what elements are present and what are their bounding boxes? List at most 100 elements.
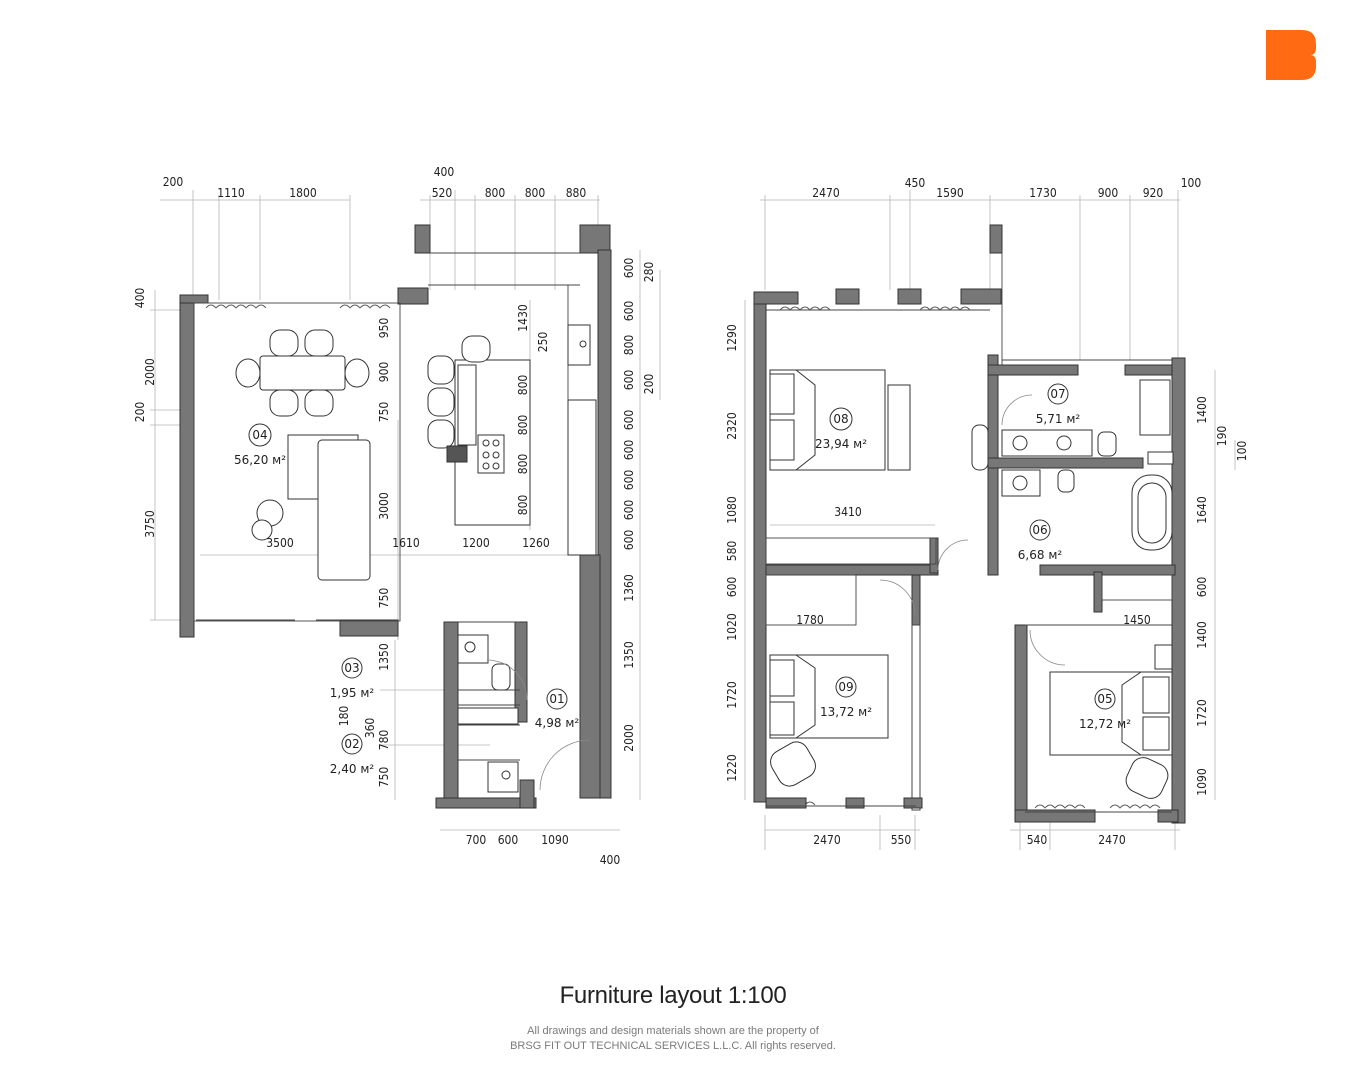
dim-a3: 1800: [289, 186, 317, 200]
dim-a1: 200: [163, 175, 184, 189]
dim-s1: 1350: [377, 643, 391, 671]
room-tag-05: 05 12,72 м²: [1079, 688, 1131, 731]
dim-b3: 1590: [936, 186, 964, 200]
dim-i1: 950: [377, 318, 391, 339]
room-area: 12,72 м²: [1079, 717, 1131, 731]
room-tag-06: 06 6,68 м²: [1018, 519, 1062, 562]
room-area: 2,40 м²: [330, 762, 375, 776]
dim-r13: 1350: [622, 641, 636, 669]
room-number: 09: [838, 680, 853, 694]
dim-m5: 600: [725, 577, 739, 598]
dim-m8: 1220: [725, 754, 739, 782]
dim-c4: 400: [600, 853, 621, 867]
dim-k2: 1780: [796, 613, 824, 627]
dim-n4: 1640: [1195, 496, 1209, 524]
dim-b2: 450: [905, 176, 926, 190]
dim-l2: 2000: [143, 358, 157, 386]
dim-m3: 1080: [725, 496, 739, 524]
room-tag-02: 02 2,40 м²: [330, 733, 375, 776]
dim-l1: 400: [133, 288, 147, 309]
dim-b7: 100: [1181, 176, 1202, 190]
dim-s3: 360: [363, 718, 377, 739]
floor-plan-drawing: 200 1110 1800 400 520 800 800 880 2470 4…: [133, 165, 1249, 867]
room-tag-09: 09 13,72 м²: [820, 676, 872, 719]
dim-r14: 2000: [622, 724, 636, 752]
dim-b1: 2470: [812, 186, 840, 200]
copyright-line-2: BRSG FIT OUT TECHNICAL SERVICES L.L.C. A…: [510, 1040, 836, 1052]
dim-n8: 1090: [1195, 768, 1209, 796]
dim-i3: 750: [377, 402, 391, 423]
dim-l4: 3750: [143, 510, 157, 538]
dim-r4: 800: [622, 335, 636, 356]
dim-i4: 3000: [377, 492, 391, 520]
dining-set: [235, 329, 370, 417]
room-number: 04: [252, 428, 267, 442]
room-number: 08: [833, 412, 848, 426]
dim-i8: 800: [516, 375, 530, 396]
dim-b4: 1730: [1029, 186, 1057, 200]
dim-r2: 280: [642, 262, 656, 283]
curtains: [205, 304, 1161, 809]
dim-r5: 600: [622, 370, 636, 391]
dim-s5: 750: [377, 767, 391, 788]
dim-n6: 1400: [1195, 621, 1209, 649]
dim-a2: 1110: [217, 186, 245, 200]
room-number: 02: [344, 737, 359, 751]
dim-b6: 920: [1143, 186, 1164, 200]
dim-i10: 800: [516, 454, 530, 475]
dim-c1: 700: [466, 833, 487, 847]
dim-a8: 880: [566, 186, 587, 200]
dim-d1: 2470: [813, 833, 841, 847]
dim-i11: 800: [516, 495, 530, 516]
armchairs: [770, 741, 1169, 799]
dim-i7: 250: [536, 332, 550, 353]
dimension-labels-vertical: 400 2000 200 3750 950 900 750 3000 750 1…: [133, 258, 1249, 796]
dim-k3: 1450: [1123, 613, 1151, 627]
room-area: 23,94 м²: [815, 437, 867, 451]
dim-r8: 600: [622, 440, 636, 461]
room-number: 06: [1032, 523, 1047, 537]
room-tag-08: 08 23,94 м²: [815, 407, 867, 451]
kitchen: [427, 324, 597, 556]
dim-r6: 200: [642, 374, 656, 395]
dim-r7: 600: [622, 410, 636, 431]
room-number: 07: [1050, 387, 1065, 401]
room-tags: 01 4,98 м² 02 2,40 м² 03 1,95 м² 04 56,2…: [234, 383, 1131, 776]
dim-m2: 2320: [725, 412, 739, 440]
dim-a5: 520: [432, 186, 453, 200]
dim-r3: 600: [622, 301, 636, 322]
dim-r9: 600: [622, 470, 636, 491]
dim-k1: 3410: [834, 505, 862, 519]
dim-i2: 900: [377, 362, 391, 383]
dim-m7: 1720: [725, 681, 739, 709]
dim-a4: 400: [434, 165, 455, 179]
dim-m6: 1020: [725, 613, 739, 641]
dim-h2: 1610: [392, 536, 420, 550]
dim-s4: 780: [377, 730, 391, 751]
room-area: 1,95 м²: [330, 686, 375, 700]
dim-r10: 600: [622, 500, 636, 521]
room-area: 13,72 м²: [820, 705, 872, 719]
dim-h4: 1260: [522, 536, 550, 550]
room-area: 56,20 м²: [234, 453, 286, 467]
dim-r12: 1360: [622, 574, 636, 602]
bathroom-06-07-fixtures: [971, 379, 1174, 551]
dim-n5: 600: [1195, 577, 1209, 598]
right-unit-outlines: [765, 250, 1173, 813]
room-tag-04: 04 56,20 м²: [234, 423, 286, 467]
room-tag-01: 01 4,98 м²: [535, 688, 579, 730]
room-number: 03: [344, 661, 359, 675]
drawing-title: Furniture layout 1:100: [559, 982, 787, 1009]
dim-i5: 750: [377, 588, 391, 609]
dim-n7: 1720: [1195, 699, 1209, 727]
dim-b5: 900: [1098, 186, 1119, 200]
room-tag-03: 03 1,95 м²: [330, 657, 375, 700]
dim-m1: 1290: [725, 324, 739, 352]
dim-a7: 800: [525, 186, 546, 200]
dim-n3: 100: [1235, 441, 1249, 462]
dim-a6: 800: [485, 186, 506, 200]
room-number: 05: [1097, 692, 1112, 706]
sofa: [251, 434, 371, 581]
dim-c2: 600: [498, 833, 519, 847]
room-tag-07: 07 5,71 м²: [1036, 383, 1080, 426]
